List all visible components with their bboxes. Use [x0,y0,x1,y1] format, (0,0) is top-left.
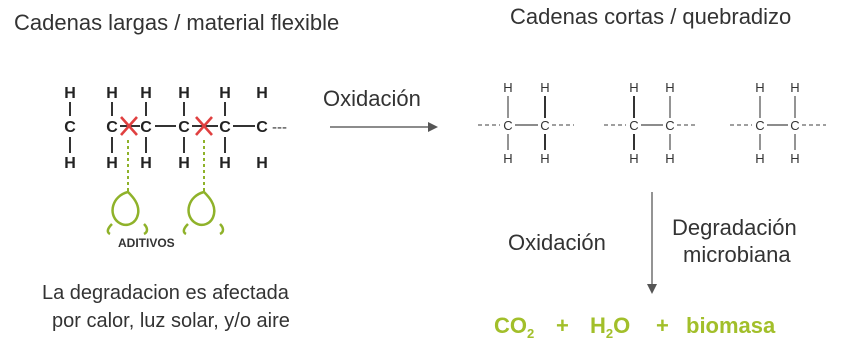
atom-h: H [178,85,190,102]
products-equation: CO2 + H2O + biomasa [494,313,776,341]
oxidation-label-2: Oxidación [508,230,606,255]
cleavage-mark-1 [120,116,138,136]
h2o-oxygen: O [613,313,630,338]
caption-line-1: La degradacion es afectada [42,282,290,304]
plus-sign-2: + [656,313,669,338]
atom-h: H [755,151,764,166]
atom-c: C [755,118,764,133]
atom-h: H [665,151,674,166]
atom-h: H [629,80,638,95]
atom-c: C [540,118,549,133]
degradation-arrow-vertical: Oxidación Degradación microbiana [508,192,797,294]
atom-h: H [140,155,152,172]
h2o-formula: H2O [590,313,630,341]
atom-h: H [140,85,152,102]
h2o-base: H [590,313,606,338]
atom-h: H [665,80,674,95]
additives-label: ADITIVOS [118,236,175,250]
atom-c: C [665,118,674,133]
additive-hook-2 [182,140,225,236]
atom-h: H [256,155,268,172]
h2o-subscript: 2 [606,326,613,341]
atom-c: C [106,119,118,136]
atom-h: H [106,155,118,172]
co2-formula: CO2 [494,313,534,341]
atom-h: H [790,151,799,166]
oxidation-arrow-horizontal: Oxidación [323,86,438,132]
title-long-chains: Cadenas largas / material flexible [14,10,339,35]
co2-subscript: 2 [527,326,534,341]
microbial-label-line-1: Degradación [672,215,797,240]
short-chain-fragment-2: H H C C H H [604,80,698,166]
atom-h: H [256,85,268,102]
atom-h: H [64,85,76,102]
atom-h: H [540,151,549,166]
atom-h: H [219,155,231,172]
atom-c: C [64,119,76,136]
short-chain-fragment-3: H H C C H H [730,80,826,166]
additive-hook-1 [106,140,149,236]
atom-h: H [178,155,190,172]
oxidation-label-1: Oxidación [323,86,421,111]
vertical-bonds [69,102,226,153]
atom-c: C [256,119,268,136]
atom-h: H [503,151,512,166]
atom-h: H [503,80,512,95]
cleavage-mark-2 [195,116,213,136]
atom-h: H [106,85,118,102]
biomass-label: biomasa [686,313,776,338]
caption-line-2: por calor, luz solar, y/o aire [52,310,290,332]
atom-c: C [178,119,190,136]
plus-sign-1: + [556,313,569,338]
atom-c: C [790,118,799,133]
long-polymer-chain: H H H H H H C C C C C C --- H H H H H H [64,85,287,250]
microbial-label-line-2: microbiana [683,242,791,267]
co2-base: CO [494,313,527,338]
atom-c: C [629,118,638,133]
atom-c: C [503,118,512,133]
atom-h: H [629,151,638,166]
atom-c: C [140,119,152,136]
atom-h: H [755,80,764,95]
atom-c: C [219,119,231,136]
atom-h: H [64,155,76,172]
short-chain-fragment-1: H H C C H H [478,80,574,166]
title-short-chains: Cadenas cortas / quebradizo [510,4,791,29]
atom-h: H [790,80,799,95]
chain-tail: --- [272,119,287,136]
atom-h: H [219,85,231,102]
atom-h: H [540,80,549,95]
